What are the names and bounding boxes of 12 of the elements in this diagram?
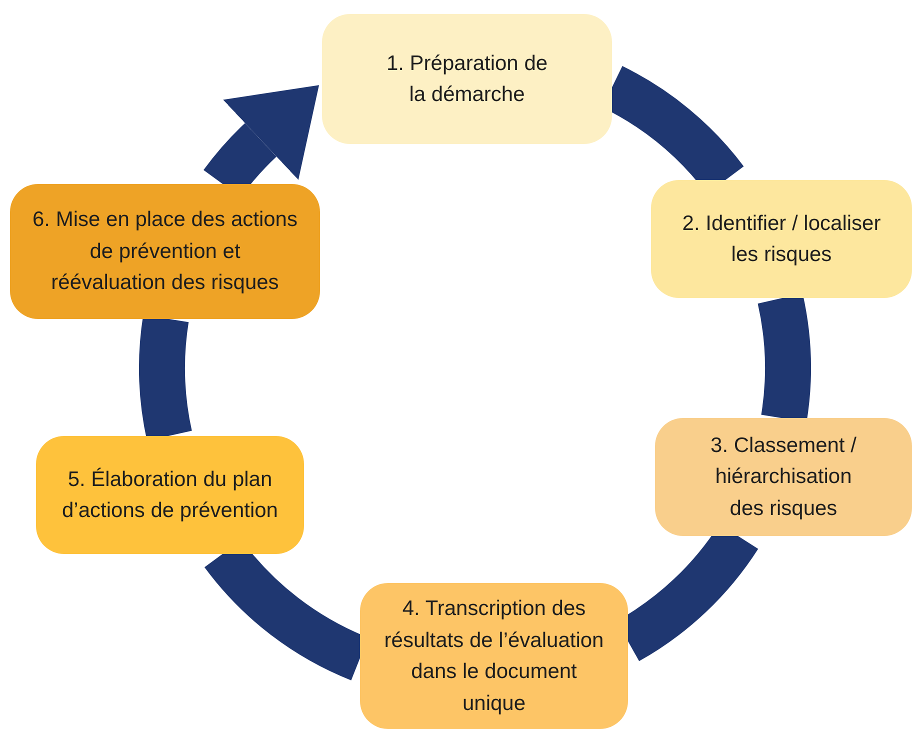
- step-label: 1. Préparation de la démarche: [385, 50, 549, 108]
- step-box: [322, 14, 612, 144]
- step-label: 6. Mise en place des actions de prévention et réévaluation des risques: [32, 207, 298, 296]
- step-label: 3. Classement / hiérarchisation des risques: [710, 432, 858, 522]
- step-label: 4. Transcription des résultats de l’évaluation dans le document unique: [383, 596, 605, 716]
- step-label: 5. Élaboration du plan d’actions de prévention: [61, 466, 279, 524]
- step-box: [655, 418, 912, 536]
- step-box: [36, 436, 304, 554]
- step-box: [651, 180, 912, 298]
- step-label: 2. Identifier / localiser les risques: [681, 210, 882, 268]
- step-box: [10, 184, 320, 319]
- step-box: [360, 583, 628, 729]
